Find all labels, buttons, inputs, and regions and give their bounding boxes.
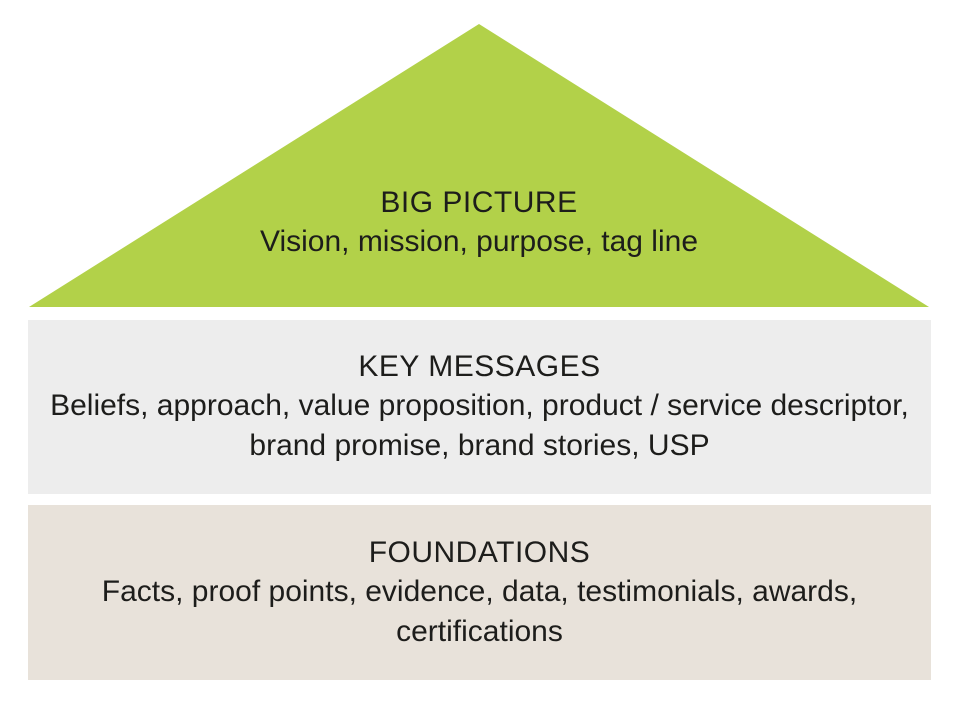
foundations-description: Facts, proof points, evidence, data, tes… bbox=[101, 574, 858, 648]
pyramid-level-big-picture: BIG PICTURE Vision, mission, purpose, ta… bbox=[29, 24, 929, 307]
big-picture-title: BIG PICTURE bbox=[380, 186, 578, 219]
foundations-title: FOUNDATIONS bbox=[368, 535, 591, 569]
big-picture-text-block: BIG PICTURE Vision, mission, purpose, ta… bbox=[29, 184, 929, 262]
pyramid-level-foundations: FOUNDATIONS Facts, proof points, evidenc… bbox=[28, 505, 931, 680]
key-messages-title: KEY MESSAGES bbox=[358, 350, 601, 383]
big-picture-description: Vision, mission, purpose, tag line bbox=[259, 225, 699, 258]
key-messages-description: Beliefs, approach, value proposition, pr… bbox=[50, 389, 909, 462]
pyramid-level-key-messages: KEY MESSAGES Beliefs, approach, value pr… bbox=[28, 320, 931, 494]
